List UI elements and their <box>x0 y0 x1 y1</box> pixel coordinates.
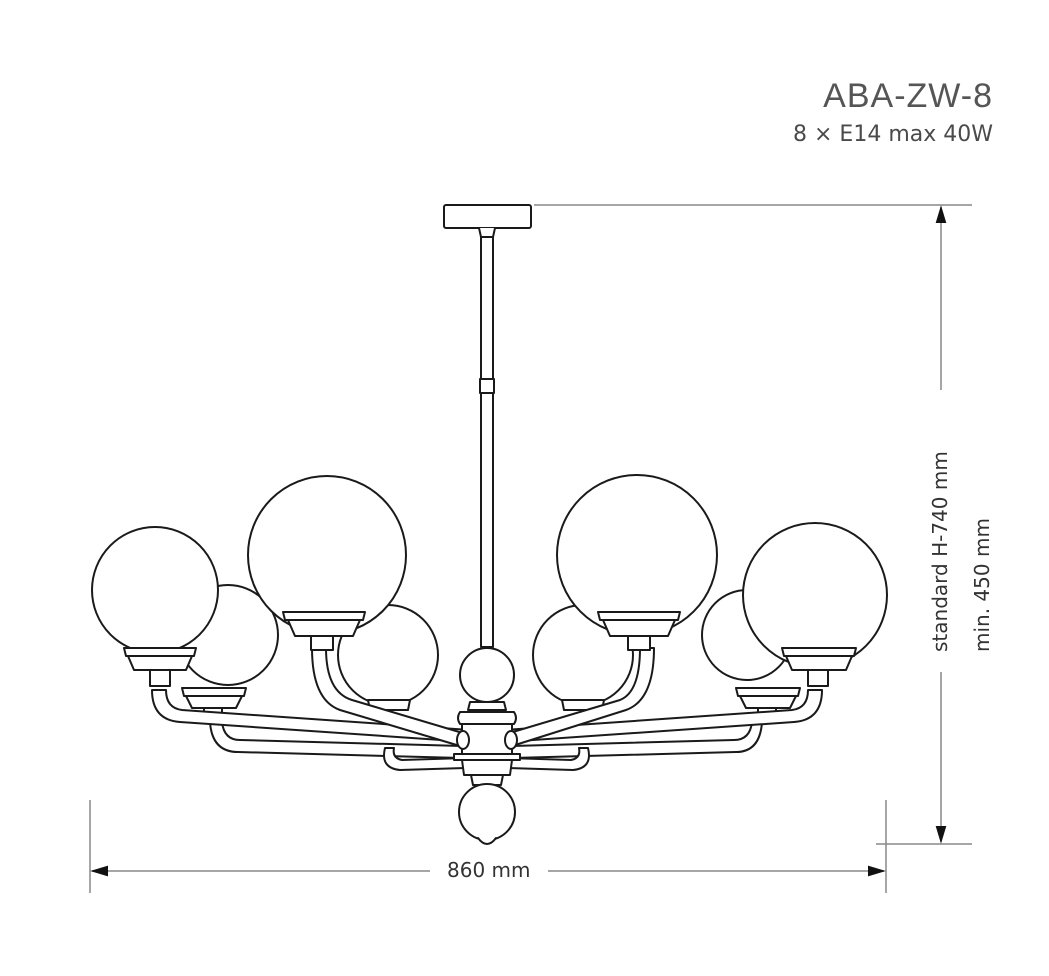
upper-ball <box>459 647 515 703</box>
cup-front-far-left <box>123 647 197 687</box>
chandelier <box>91 204 888 845</box>
cup-front-left <box>282 611 366 651</box>
height-min-label: min. 450 mm <box>970 518 994 652</box>
cup-front-right <box>597 611 681 651</box>
bulb-spec: 8 × E14 max 40W <box>793 122 993 147</box>
cup-front-far-right <box>781 647 857 687</box>
height-standard-label: standard H-740 mm <box>928 451 952 652</box>
dimension-lines <box>89 204 972 893</box>
globe-front-far-right <box>742 522 888 668</box>
title-block: ABA-ZW-8 8 × E14 max 40W <box>793 76 993 150</box>
globe-front-far-left <box>91 526 219 654</box>
ceiling-canopy <box>443 204 532 229</box>
model-name: ABA-ZW-8 <box>823 77 993 115</box>
lower-ball <box>458 783 516 841</box>
globe-front-left <box>247 475 407 635</box>
width-dimension-label: 860 mm <box>441 858 537 882</box>
